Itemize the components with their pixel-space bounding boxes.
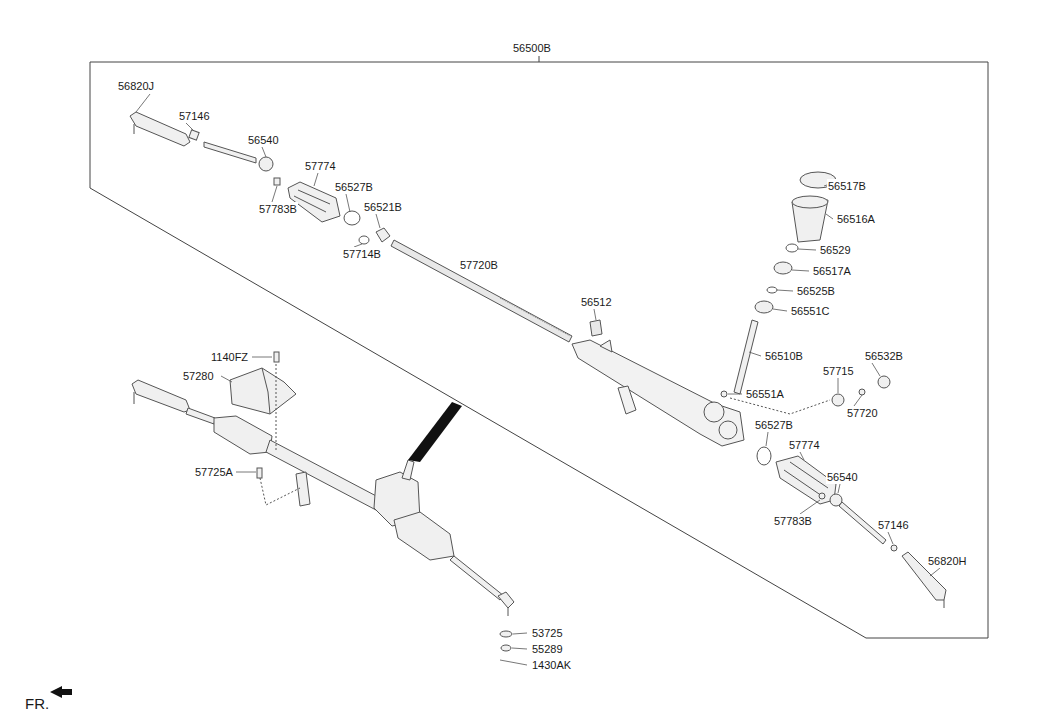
callout-number: 56525B xyxy=(796,284,836,298)
callout-number: 55289 xyxy=(531,642,564,656)
callout-number: 56521B xyxy=(363,200,403,214)
callout-number: 56500B xyxy=(512,41,552,55)
rack-bar xyxy=(391,240,602,342)
callout-number: 56532B xyxy=(864,349,904,363)
callout-number: 57720B xyxy=(459,258,499,272)
group-frame xyxy=(90,62,988,638)
callout-number: 56540 xyxy=(247,133,280,147)
pinion-stack xyxy=(721,172,890,406)
gear-housing xyxy=(572,340,744,446)
callout-number: 56516A xyxy=(836,212,876,226)
direction-label: FR. xyxy=(24,695,50,713)
front-arrow xyxy=(50,686,72,698)
callout-number: 57774 xyxy=(304,159,337,173)
detail-pointer xyxy=(408,402,462,462)
callout-number: 57725A xyxy=(194,465,234,479)
callout-number: 56551A xyxy=(745,387,785,401)
callout-number: 56529 xyxy=(819,243,852,257)
callout-number: 56517A xyxy=(812,264,852,278)
callout-number: 56540 xyxy=(826,470,859,484)
right-tie-rod xyxy=(757,447,946,608)
callout-number: 57714B xyxy=(342,247,382,261)
callout-number: 56510B xyxy=(764,349,804,363)
callout-number: 56820H xyxy=(927,554,968,568)
callout-number: 57774 xyxy=(788,438,821,452)
callout-number: 1430AK xyxy=(531,658,572,672)
callout-number: 57720 xyxy=(846,406,879,420)
callout-number: 57146 xyxy=(178,109,211,123)
callout-number: 56512 xyxy=(580,295,613,309)
callout-number: 56527B xyxy=(334,180,374,194)
callout-number: 56517B xyxy=(827,179,867,193)
gear-assembly xyxy=(132,352,514,651)
callout-number: 56820J xyxy=(117,79,155,93)
callout-number: 1140FZ xyxy=(210,350,249,364)
callout-number: 53725 xyxy=(531,626,564,640)
callout-number: 57146 xyxy=(877,518,910,532)
callout-number: 57783B xyxy=(773,514,813,528)
tie-rod-end xyxy=(130,112,390,244)
callout-number: 57280 xyxy=(182,369,215,383)
leader-lines xyxy=(136,94,940,665)
callout-number: 56527B xyxy=(754,418,794,432)
callout-number: 56551C xyxy=(790,304,831,318)
callout-number: 57783B xyxy=(258,202,298,216)
callout-number: 57715 xyxy=(822,364,855,378)
